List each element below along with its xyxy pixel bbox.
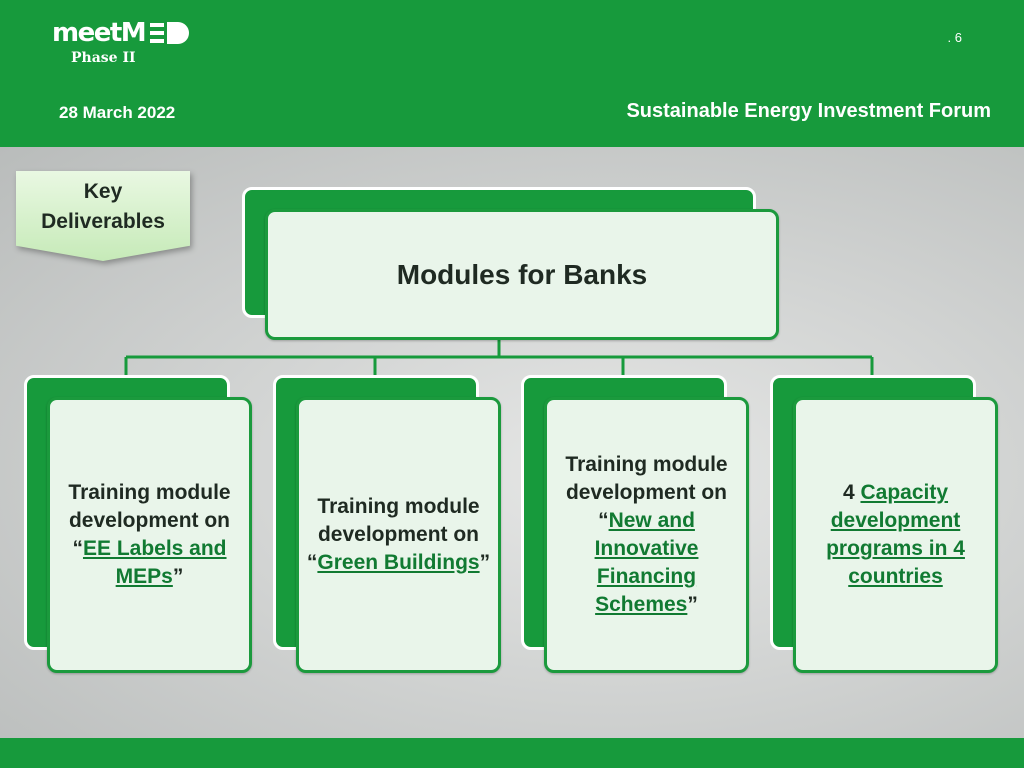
logo-text: meetM	[52, 18, 147, 48]
module-2-prefix: Training module development on “	[306, 495, 480, 574]
badge-shape	[16, 171, 190, 261]
meetmed-logo: meetM	[52, 18, 190, 48]
presentation-date: 28 March 2022	[59, 103, 176, 122]
badge-line-1: Key	[83, 180, 123, 203]
phase-label: Phase II	[71, 50, 136, 66]
module-1-suffix: ”	[172, 565, 184, 588]
module-3-link[interactable]: New and Innovative Financing Schemes	[594, 509, 699, 616]
badge-label: Key Deliverables	[16, 177, 190, 237]
module-4-prefix: 4	[842, 481, 861, 504]
module-1-text: Training module development on “EE Label…	[50, 479, 249, 591]
modules-for-banks-box: Modules for Banks	[265, 209, 779, 340]
module-4-link[interactable]: Capacity development programs in 4 count…	[826, 481, 965, 588]
module-1-prefix: Training module development on “	[68, 481, 231, 560]
footer-bar	[0, 738, 1024, 768]
module-2-suffix: ”	[479, 551, 491, 574]
module-3-prefix: Training module development on “	[565, 453, 728, 532]
badge-line-2: Deliverables	[41, 210, 165, 233]
module-1-link[interactable]: EE Labels and MEPs	[82, 537, 227, 588]
module-3-suffix: ”	[687, 593, 698, 616]
key-deliverables-badge: Key Deliverables	[16, 171, 190, 261]
forum-title: Sustainable Energy Investment Forum	[626, 100, 991, 122]
module-card-financing-schemes: Training module development on “New and …	[544, 397, 749, 673]
top-box-title: Modules for Banks	[396, 258, 648, 290]
module-3-text: Training module development on “New and …	[547, 451, 746, 619]
module-card-capacity-programs: 4 Capacity development programs in 4 cou…	[793, 397, 998, 673]
module-card-ee-labels: Training module development on “EE Label…	[47, 397, 252, 673]
plug-icon	[150, 22, 190, 44]
module-4-text: 4 Capacity development programs in 4 cou…	[796, 479, 995, 591]
module-2-link[interactable]: Green Buildings	[317, 551, 480, 574]
page-number: . 6	[947, 30, 962, 45]
header-bar: meetM Phase II . 6 28 March 2022 Sustain…	[0, 0, 1024, 147]
module-card-green-buildings: Training module development on “Green Bu…	[296, 397, 501, 673]
module-2-text: Training module development on “Green Bu…	[299, 493, 498, 577]
